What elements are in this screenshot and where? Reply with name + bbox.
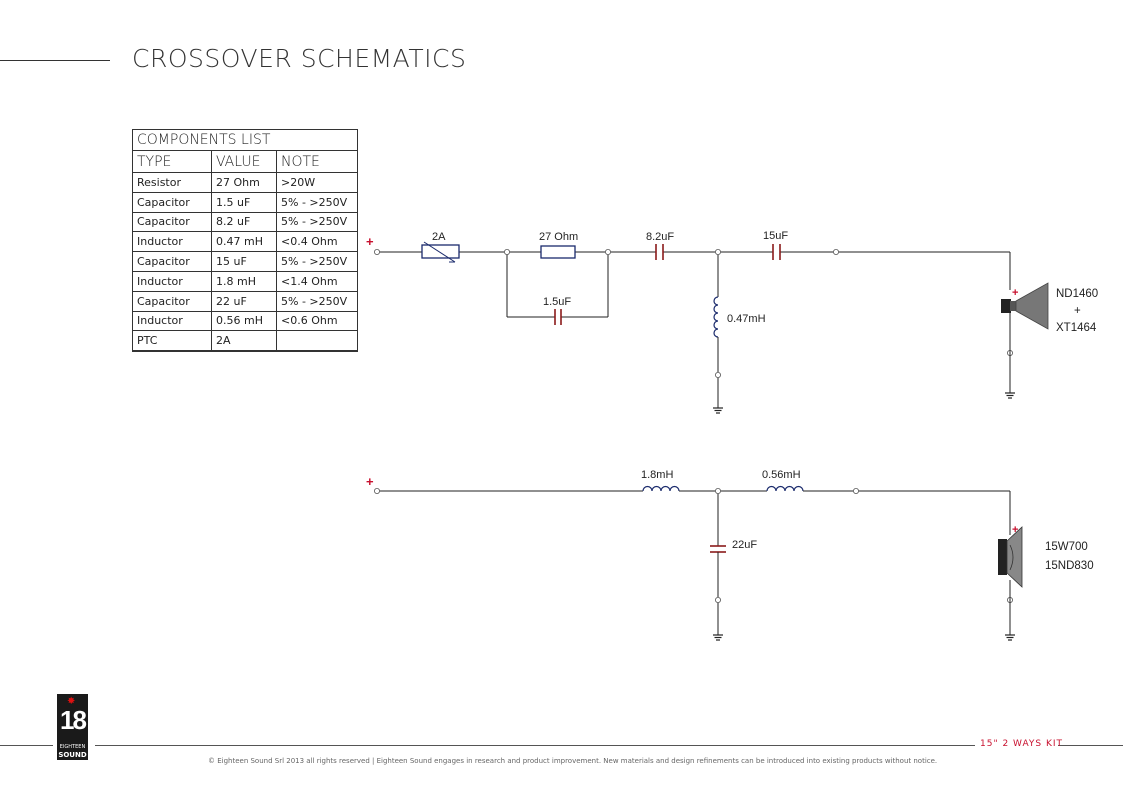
header-note: NOTE	[276, 150, 358, 173]
cell-type: Capacitor	[132, 191, 212, 213]
cell-type: Inductor	[132, 310, 212, 332]
cell-note	[276, 330, 358, 353]
logo-sound: SOUND	[58, 751, 87, 759]
hp-driver-model-1: ND1460	[1056, 288, 1098, 300]
table-row: PTC 2A	[132, 330, 358, 353]
cell-note: 5% - >250V	[276, 191, 358, 213]
cell-value: 2A	[211, 330, 277, 353]
footer-rule-left	[0, 745, 53, 746]
header-type: TYPE	[132, 150, 212, 173]
table-row: Capacitor 22 uF 5% - >250V	[132, 290, 358, 312]
cell-value: 27 Ohm	[211, 172, 277, 193]
cell-value: 1.5 uF	[211, 191, 277, 213]
inductor-0-47mh: 0.47mH	[713, 296, 766, 338]
low-pass-circuit: + 1.8mH 0.56mH 22uF	[366, 469, 1094, 641]
cell-value: 0.56 mH	[211, 310, 277, 332]
capacitor-15uf: 15uF	[763, 230, 788, 260]
copyright-notice: © Eighteen Sound Srl 2013 all rights res…	[208, 757, 938, 765]
eighteen-sound-logo: ✸ 18 EIGHTEEN SOUND	[57, 694, 88, 760]
capacitor-22uf: 22uF	[710, 539, 757, 553]
cap-parallel-label: 1.5uF	[543, 296, 571, 308]
logo-number: 18	[60, 705, 87, 735]
components-table: COMPONENTS LIST TYPE VALUE NOTE Resistor…	[132, 129, 358, 353]
cell-note: <0.6 Ohm	[276, 310, 358, 332]
lp-driver-model-2: 15ND830	[1045, 560, 1094, 572]
resistor-27ohm: 27 Ohm	[539, 231, 578, 259]
logo-subtext: EIGHTEEN	[59, 744, 86, 750]
inductor-label: 0.47mH	[727, 313, 766, 325]
hp-driver-plus-text: +	[1074, 305, 1081, 317]
compression-driver-icon: +	[1001, 282, 1049, 330]
table-row: Capacitor 1.5 uF 5% - >250V	[132, 191, 358, 213]
hp-driver-model-2: XT1464	[1056, 322, 1097, 334]
ptc-label: 2A	[432, 231, 446, 243]
cell-type: PTC	[132, 330, 212, 353]
ptc-2a: 2A	[421, 231, 460, 263]
cell-value: 0.47 mH	[211, 231, 277, 253]
ind1-label: 1.8mH	[641, 469, 673, 481]
cell-type: Capacitor	[132, 290, 212, 312]
cell-type: Capacitor	[132, 251, 212, 272]
inductor-1-8mh: 1.8mH	[641, 469, 680, 492]
woofer-icon: +	[998, 524, 1023, 588]
cap-label: 22uF	[732, 539, 757, 551]
footer-rule-right	[1058, 745, 1123, 746]
lp-driver-plus: +	[1012, 524, 1018, 536]
lp-driver-model-1: 15W700	[1045, 541, 1088, 553]
cap1-label: 8.2uF	[646, 231, 674, 243]
title-rule	[0, 60, 110, 61]
cap2-label: 15uF	[763, 230, 788, 242]
capacitor-1-5uf: 1.5uF	[543, 296, 571, 325]
star-icon: ✸	[67, 696, 76, 707]
cell-value: 22 uF	[211, 290, 277, 312]
kit-label: 15" 2 WAYS KIT	[980, 739, 1064, 749]
lp-input-plus: +	[366, 474, 374, 489]
header-value: VALUE	[211, 150, 277, 173]
page-title: CROSSOVER SCHEMATICS	[132, 44, 467, 73]
hp-input-plus: +	[366, 234, 374, 249]
table-row: Inductor 0.56 mH <0.6 Ohm	[132, 310, 358, 332]
resistor-label: 27 Ohm	[539, 231, 578, 243]
table-row: Inductor 1.8 mH <1.4 Ohm	[132, 270, 358, 292]
cell-note: 5% - >250V	[276, 290, 358, 312]
cell-note: <0.4 Ohm	[276, 231, 358, 253]
capacitor-8-2uf: 8.2uF	[646, 231, 674, 260]
ind2-label: 0.56mH	[762, 469, 801, 481]
footer-rule-middle	[95, 745, 975, 746]
inductor-0-56mh: 0.56mH	[762, 469, 804, 492]
table-row: Inductor 0.47 mH <0.4 Ohm	[132, 231, 358, 253]
high-pass-circuit: + 2A 27 Ohm 1.5uF	[366, 230, 1098, 414]
hp-driver-plus: +	[1012, 287, 1018, 299]
